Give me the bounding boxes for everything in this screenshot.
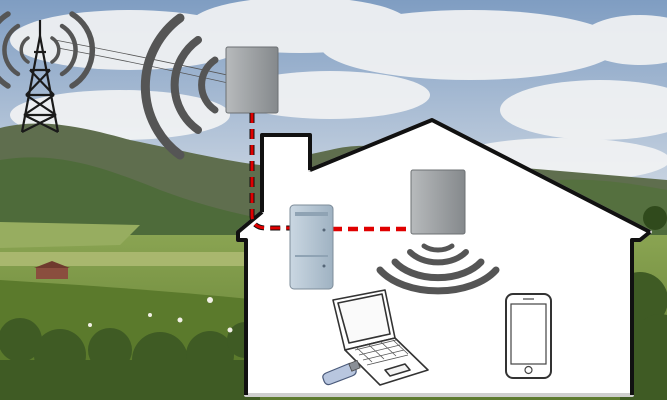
cell-tower-icon bbox=[20, 20, 60, 133]
laptop-keyboard bbox=[354, 339, 409, 366]
barn bbox=[34, 261, 70, 279]
usb-modem-icon bbox=[322, 359, 361, 386]
tower-signal-waves-icon bbox=[0, 11, 96, 89]
outdoor-signal-waves-icon bbox=[140, 13, 219, 160]
indoor-antenna-icon bbox=[410, 169, 466, 235]
laptop-icon bbox=[332, 289, 429, 386]
coax-cable-icon bbox=[249, 113, 412, 232]
wildflowers bbox=[88, 297, 233, 333]
signal-amplifier-icon bbox=[289, 204, 334, 290]
outdoor-antenna-icon bbox=[225, 46, 279, 114]
smartphone-icon bbox=[505, 293, 552, 379]
indoor-signal-waves-icon bbox=[376, 243, 500, 295]
